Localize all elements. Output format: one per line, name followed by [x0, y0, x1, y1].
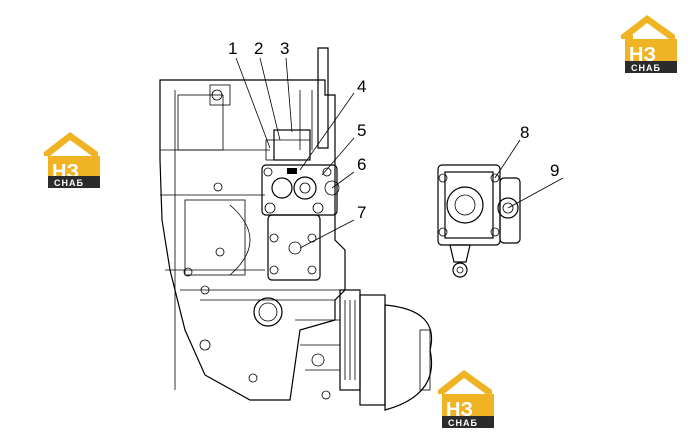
callout-6: 6 — [357, 155, 366, 174]
detail-valve — [437, 164, 521, 278]
watermark-logo-left: НЗ СНАБ — [44, 132, 100, 188]
callout-9: 9 — [550, 161, 559, 180]
callout-3: 3 — [280, 39, 289, 58]
watermark-word-text: СНАБ — [54, 178, 84, 188]
callout-labels: 1 2 3 4 5 6 7 8 9 — [228, 39, 559, 222]
watermark-word-text: СНАБ — [631, 63, 661, 73]
watermark-mark-text: НЗ — [629, 44, 656, 66]
callout-5: 5 — [357, 121, 366, 140]
main-assembly — [159, 47, 432, 411]
watermark-mark-text: НЗ — [446, 399, 473, 421]
watermark-logo-bottom: НЗ СНАБ — [438, 370, 494, 428]
watermark-word-text: СНАБ — [448, 418, 478, 428]
watermark-logo-top-right: НЗ СНАБ — [621, 15, 677, 73]
callout-8: 8 — [520, 123, 529, 142]
callout-1: 1 — [228, 39, 237, 58]
callout-2: 2 — [254, 39, 263, 58]
leader-lines — [235, 57, 564, 249]
callout-4: 4 — [357, 77, 366, 96]
callout-7: 7 — [357, 203, 366, 222]
